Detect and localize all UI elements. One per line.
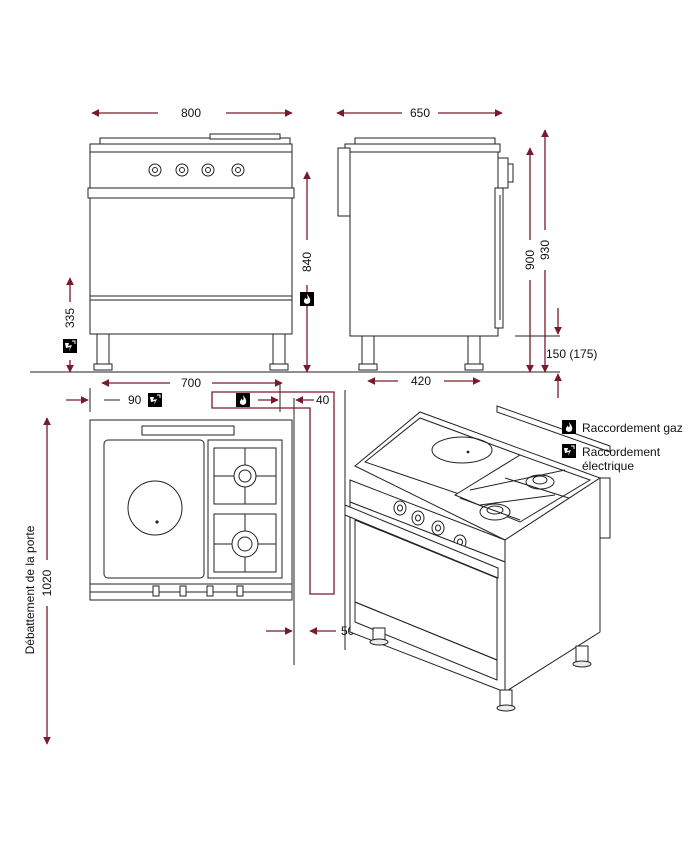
- upper-burner: [213, 447, 277, 505]
- left-height-dimension: 335: [63, 277, 77, 373]
- door-clearance-caption: Débattement de la porte: [23, 525, 37, 654]
- legend-electric-icon: [562, 444, 576, 458]
- top-view: [89, 419, 293, 601]
- top-width-dimension: 700: [101, 376, 283, 390]
- clearance-outline: [211, 391, 335, 595]
- side-width-dimension: 650: [336, 106, 503, 120]
- legend-electric-label-line1: Raccordement: [582, 445, 661, 459]
- legend-electric-label-line2: électrique: [582, 459, 634, 473]
- legend-gas-label: Raccordement gaz: [582, 421, 683, 435]
- front-height-label: 840: [300, 252, 314, 272]
- front-width-label: 800: [181, 106, 201, 120]
- electric-plug-icon: [148, 393, 162, 407]
- left-offset-dimension: 90: [66, 393, 162, 407]
- front-height-dimension: 840: [300, 171, 314, 373]
- door-clearance-label: 1020: [40, 569, 54, 596]
- side-base-dimension: 420: [367, 374, 481, 388]
- leg-height-label: 150 (175): [546, 347, 597, 361]
- front-width-dimension: 800: [91, 106, 293, 120]
- height-930-label: 930: [538, 240, 552, 260]
- control-knobs: [148, 163, 245, 177]
- height-900-dimension: 900: [523, 147, 537, 373]
- legend: Raccordement gaz Raccordement électrique: [562, 420, 683, 473]
- height-900-label: 900: [523, 250, 537, 270]
- electric-plug-icon: [63, 339, 77, 353]
- flame-icon: [300, 292, 314, 306]
- front-view: [87, 133, 295, 371]
- flame-icon: [236, 393, 250, 407]
- left-offset-label: 90: [128, 393, 142, 407]
- lower-burner: [213, 513, 277, 573]
- side-base-label: 420: [411, 374, 431, 388]
- door-clearance-dimension: 1020 Débattement de la porte: [23, 417, 54, 745]
- right-offset-dimension: 40: [236, 393, 330, 407]
- top-width-label: 700: [181, 376, 201, 390]
- side-width-label: 650: [410, 106, 430, 120]
- legend-gas-icon: [562, 420, 576, 434]
- bottom-offset-dimension: 50: [266, 624, 355, 638]
- height-930-dimension: 930: [538, 129, 552, 373]
- side-view: [337, 137, 514, 371]
- right-offset-label: 40: [316, 393, 330, 407]
- leg-height-dimension: 150 (175): [546, 308, 597, 398]
- left-height-label: 335: [63, 308, 77, 328]
- isometric-view: [344, 405, 611, 712]
